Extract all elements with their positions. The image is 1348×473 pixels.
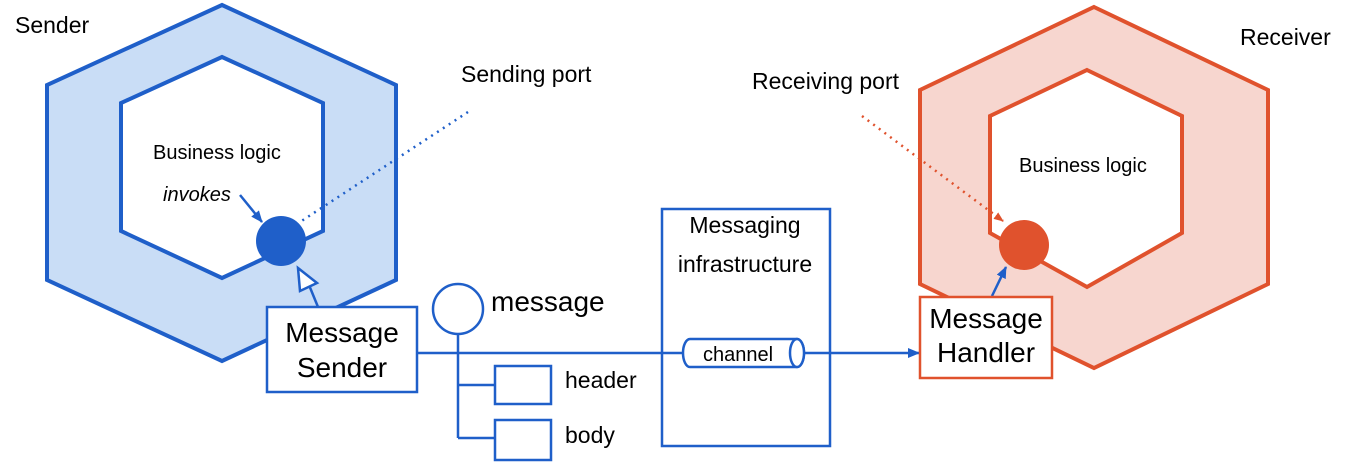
message-handler-line2: Handler xyxy=(937,337,1035,368)
messaging-infrastructure-box xyxy=(660,207,832,448)
receiver-business-logic-label: Business logic xyxy=(1019,155,1147,177)
sender-invokes-label: invokes xyxy=(163,184,231,206)
body-label: body xyxy=(565,422,615,448)
sending-port-circle xyxy=(256,216,306,266)
implements-line xyxy=(307,284,320,308)
sender-title: Sender xyxy=(15,12,90,38)
message-label: message xyxy=(491,286,605,317)
infrastructure-line1: Messaging xyxy=(689,212,800,238)
channel-label: channel xyxy=(703,344,773,366)
sending-port-label: Sending port xyxy=(461,61,592,87)
message-handler-box xyxy=(918,295,1054,380)
receiver-hexagon xyxy=(918,4,1270,371)
receiving-port-label: Receiving port xyxy=(752,68,900,94)
receiving-port-pointer xyxy=(861,114,1004,223)
invokes-arrow xyxy=(239,194,263,223)
implements-triangle-icon xyxy=(296,265,320,293)
message-sender-box xyxy=(265,305,419,394)
infrastructure-line2: infrastructure xyxy=(678,251,812,277)
body-box xyxy=(493,418,553,462)
receiver-title: Receiver xyxy=(1240,24,1331,50)
header-box xyxy=(493,364,553,406)
header-label: header xyxy=(565,367,637,393)
handler-to-port-arrow xyxy=(990,266,1008,297)
receiving-port-circle xyxy=(999,220,1049,270)
message-sender-line1: Message xyxy=(285,317,399,348)
message-sender-line2: Sender xyxy=(297,352,387,383)
message-circle xyxy=(431,282,485,336)
sender-business-logic-label: Business logic xyxy=(153,142,281,164)
channel-cylinder xyxy=(681,337,806,369)
message-handler-line1: Message xyxy=(929,303,1043,334)
